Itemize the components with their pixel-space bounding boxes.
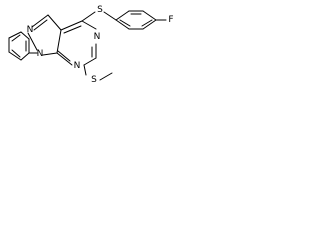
bond (83, 57, 97, 66)
sulfur-atom-label: S (97, 5, 103, 15)
bond (27, 32, 38, 51)
bond (83, 64, 87, 76)
bond (42, 52, 58, 56)
sulfur-atom-label: S (91, 75, 97, 85)
fluorophenyl-ring (115, 10, 157, 30)
bond (56, 52, 73, 66)
nitrogen-atom-label: N (74, 61, 81, 71)
bond (115, 19, 130, 30)
fluorine-atom-label: F (168, 15, 173, 25)
double-bond (11, 34, 21, 42)
chemical-structure-diagram: N N N N S S F (8, 5, 174, 85)
bond (20, 31, 30, 40)
bond (31, 14, 49, 28)
pyrimidine-ring (56, 20, 97, 66)
bond (8, 51, 22, 61)
phenyl-ring (8, 31, 30, 61)
bond (115, 10, 130, 21)
bond (81, 20, 97, 30)
double-bond (57, 50, 71, 62)
bond (56, 29, 62, 54)
double-bond (141, 19, 153, 27)
bond (20, 52, 30, 61)
bond (47, 14, 62, 31)
double-bond (63, 25, 82, 34)
bond (142, 10, 157, 21)
double-bond (33, 19, 48, 31)
nitrogen-atom-label: N (37, 49, 44, 59)
double-bond (11, 49, 21, 58)
bond (142, 19, 157, 30)
pyrazole-ring (27, 14, 62, 56)
nitrogen-atom-label: N (27, 25, 34, 35)
bond (60, 20, 83, 31)
bond (8, 31, 22, 39)
bond (99, 72, 113, 81)
bond (81, 11, 96, 22)
bond (103, 11, 117, 21)
nitrogen-atom-label: N (94, 32, 101, 42)
double-bond (119, 19, 131, 27)
